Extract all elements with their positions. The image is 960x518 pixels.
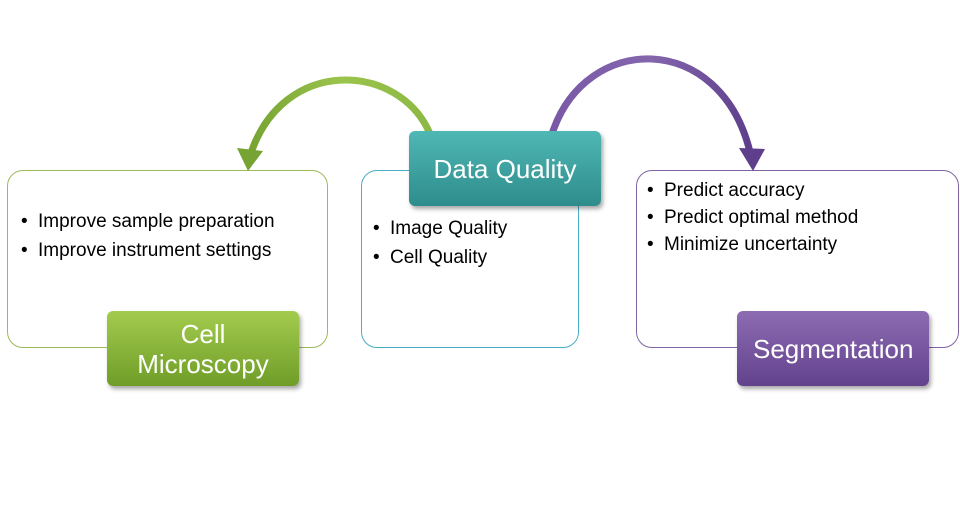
bullet-text: Predict optimal method [664,207,859,228]
bullet-text: Image Quality [390,218,508,239]
bullet-item: • Improve sample preparation [13,207,327,236]
bullet-text: Improve instrument settings [38,240,272,261]
bullet-text: Predict accuracy [664,180,805,201]
data-quality-label: Data Quality [433,153,577,184]
cell-microscopy-bullet-list: • Improve sample preparation • Improve i… [13,207,327,265]
bullet-icon: • [373,247,380,268]
green-arc-arrow [246,76,434,158]
bullet-icon: • [647,180,654,201]
segmentation-label: Segmentation [753,333,914,364]
segmentation-label-box: Segmentation [737,311,929,386]
data-quality-bullet-list: • Image Quality • Cell Quality [365,214,578,272]
bullet-item: • Minimize uncertainty [639,231,958,258]
bullet-item: • Predict optimal method [639,204,958,231]
bullet-icon: • [21,211,28,232]
bullet-icon: • [647,207,654,228]
bullet-text: Improve sample preparation [38,211,275,232]
purple-arrowhead-icon [739,148,765,171]
bullet-text: Cell Quality [390,247,488,268]
bullet-icon: • [21,240,28,261]
bullet-text: Minimize uncertainty [664,234,838,255]
cell-microscopy-label-box: Cell Microscopy [107,311,299,386]
data-quality-panel: • Image Quality • Cell Quality [361,170,579,348]
bullet-item: • Improve instrument settings [13,236,327,265]
data-quality-label-box: Data Quality [409,131,601,206]
green-arrowhead-icon [237,148,263,171]
bullet-icon: • [647,234,654,255]
cell-microscopy-label: Cell Microscopy [137,318,269,379]
segmentation-bullet-list: • Predict accuracy • Predict optimal met… [639,177,958,258]
bullet-item: • Image Quality [365,214,578,243]
bullet-icon: • [373,218,380,239]
bullet-item: • Cell Quality [365,243,578,272]
bullet-item: • Predict accuracy [639,177,958,204]
